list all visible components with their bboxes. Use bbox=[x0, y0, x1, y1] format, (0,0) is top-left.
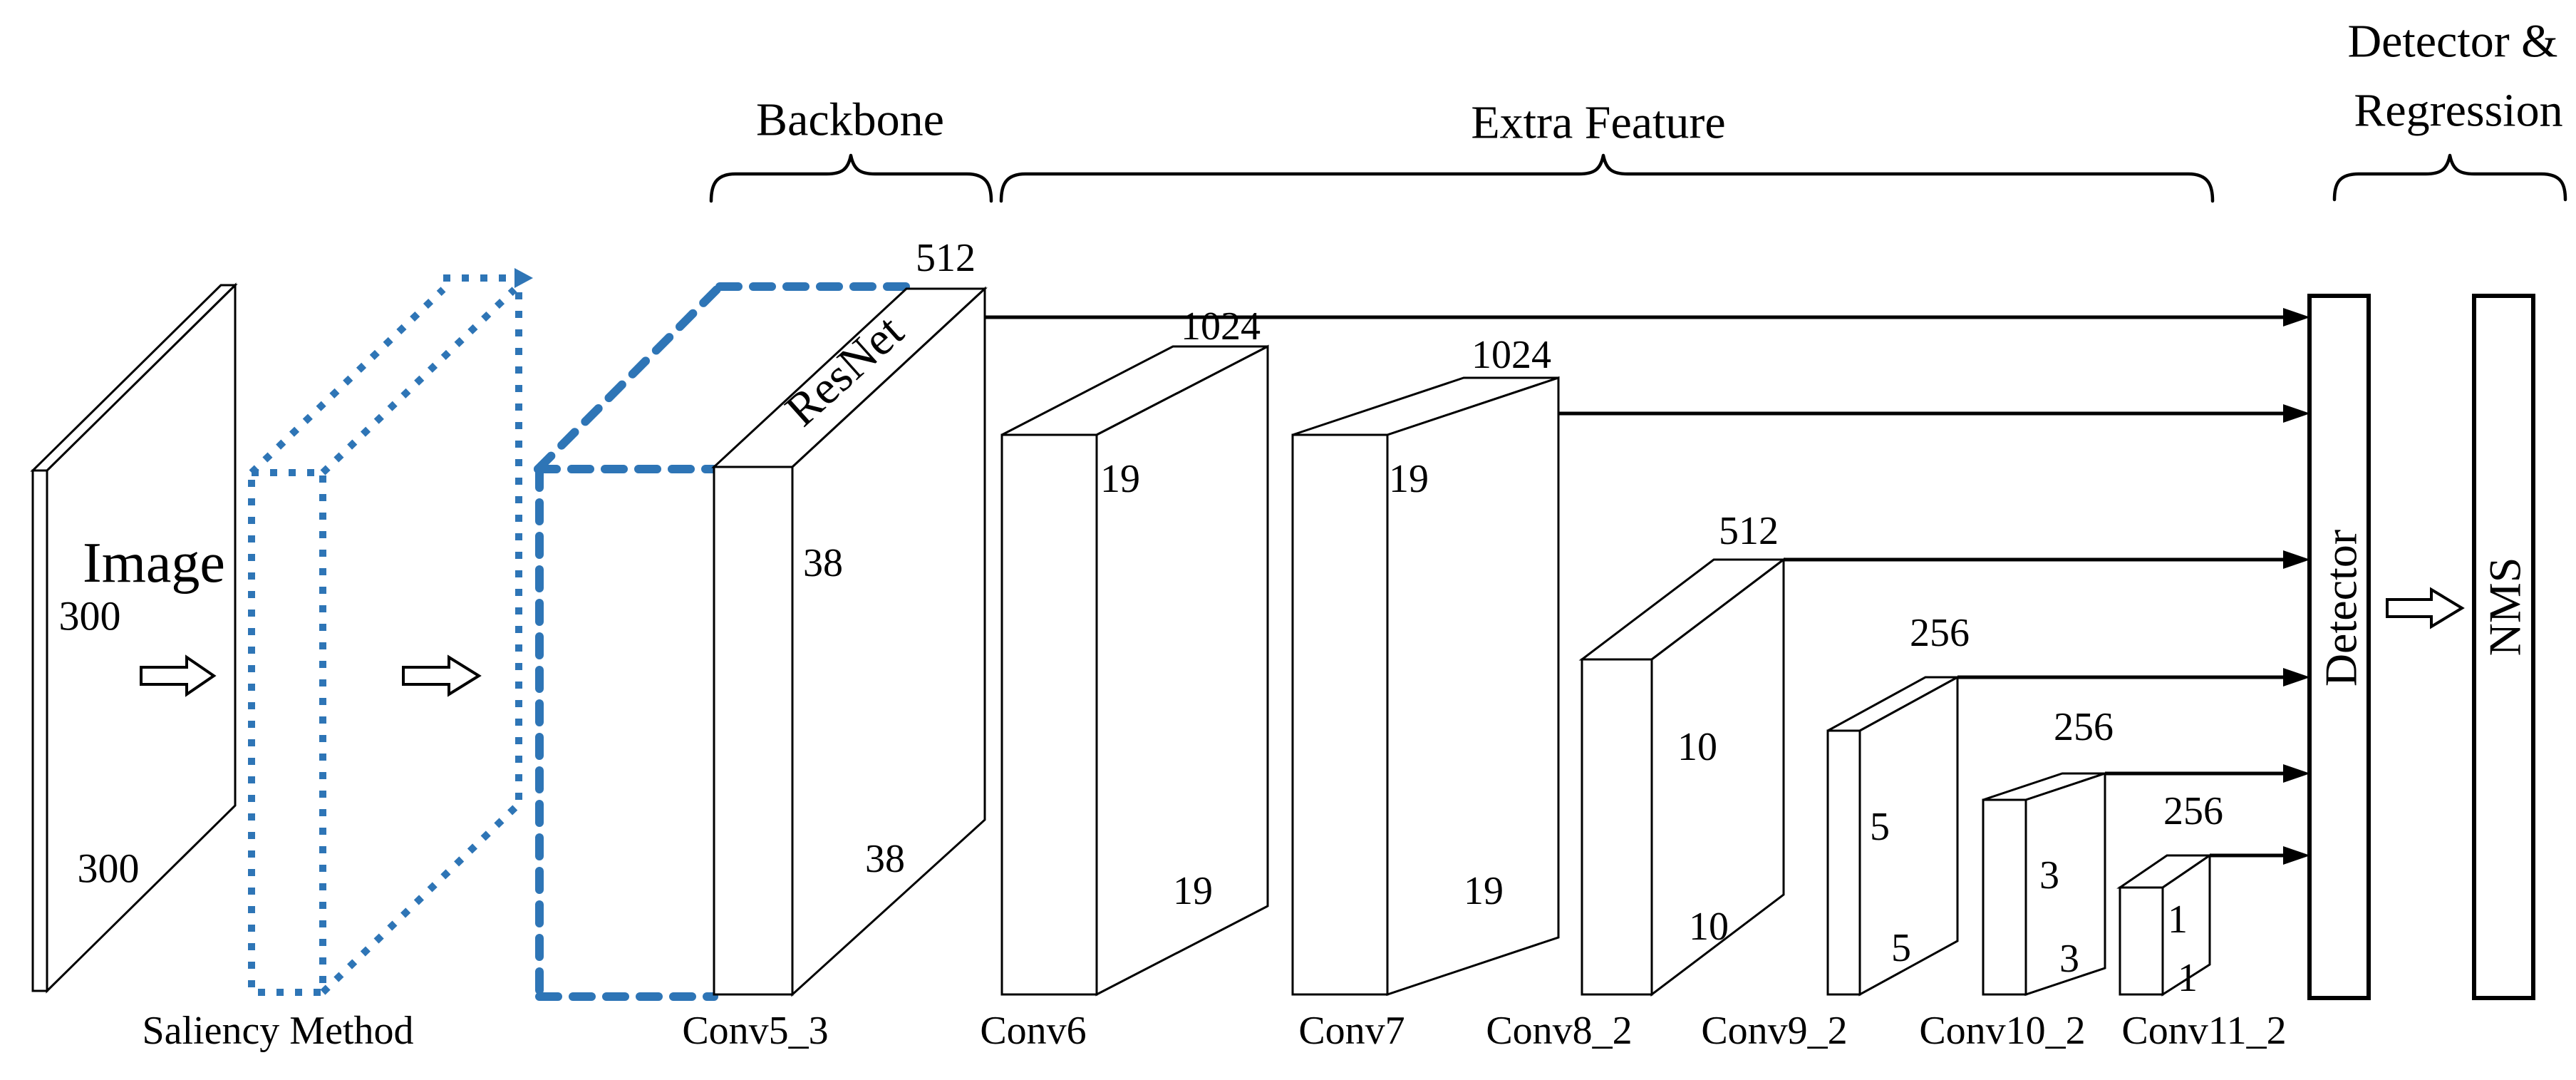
saliency-to-resnet-arrow-icon bbox=[402, 654, 482, 697]
conv5_3-width-label: 38 bbox=[865, 837, 905, 881]
conv9_2-block: 256 5 5 bbox=[1826, 611, 1970, 997]
conv6-front-face bbox=[1000, 433, 1098, 996]
section-extra-feature: Extra Feature bbox=[999, 97, 2215, 203]
conv6-width-label: 19 bbox=[1173, 869, 1213, 913]
conv8_2-block: 512 10 10 bbox=[1578, 509, 1787, 997]
conv6-name-label: Conv6 bbox=[980, 1009, 1086, 1053]
conv8_2-height-label: 10 bbox=[1677, 725, 1717, 769]
conv11_2-arrowhead-icon bbox=[2283, 846, 2310, 865]
image-label: Image bbox=[83, 532, 225, 595]
conv7-arrowhead-icon bbox=[2283, 404, 2310, 423]
conv7-name-label: Conv7 bbox=[1298, 1009, 1405, 1053]
conv5_3-name-label: Conv5_3 bbox=[682, 1009, 828, 1053]
image-size-height-label: 300 bbox=[59, 593, 121, 639]
conv9_2-channels-label: 256 bbox=[1910, 611, 1970, 655]
resnet-outline-depth-edge bbox=[534, 282, 724, 473]
image-slab-top-edge bbox=[30, 284, 238, 472]
section-detector-regression: Detector & Regression bbox=[2332, 16, 2567, 202]
conv8_2-front-face bbox=[1581, 658, 1653, 996]
saliency-output-slab: Saliency Method bbox=[142, 268, 533, 1053]
conv11_2-name-label: Conv11_2 bbox=[2121, 1009, 2286, 1053]
detector-regression-label-line2: Regression bbox=[2354, 85, 2562, 137]
saliency-slab-top-left-depth-edge bbox=[249, 287, 446, 475]
section-backbone: Backbone bbox=[709, 94, 993, 203]
saliency-flow-arrowhead-icon bbox=[514, 268, 533, 288]
detector-regression-label-line1: Detector & bbox=[2347, 16, 2557, 68]
feature-arrows bbox=[985, 308, 2310, 865]
input-image-slab: Image 300 300 bbox=[30, 282, 238, 994]
resnet-dashed-outline bbox=[534, 282, 914, 1001]
detector-label: Detector bbox=[2316, 530, 2366, 686]
conv7-height-label: 19 bbox=[1389, 457, 1429, 501]
nms-bar: NMS bbox=[2472, 294, 2535, 1000]
conv8_2-arrowhead-icon bbox=[2283, 550, 2310, 569]
conv8_2-width-label: 10 bbox=[1689, 905, 1729, 949]
conv11_2-front-face bbox=[2119, 886, 2164, 996]
conv8_2-channels-label: 512 bbox=[1719, 509, 1779, 553]
detector-bar: Detector bbox=[2307, 294, 2371, 1000]
conv7-channels-label: 1024 bbox=[1471, 333, 1551, 377]
conv5_3-block: 512 ResNet 38 38 bbox=[711, 236, 988, 997]
saliency-slab-bottom-depth-edge bbox=[320, 801, 522, 995]
conv5_3-arrowhead-icon bbox=[2283, 308, 2310, 326]
conv9_2-width-label: 5 bbox=[1891, 926, 1911, 970]
detector-regression-brace bbox=[2332, 153, 2567, 202]
saliency-slab-front-face bbox=[248, 469, 326, 996]
conv6-block: 1024 19 19 bbox=[1000, 304, 1269, 997]
conv9_2-front-face bbox=[1826, 729, 1861, 996]
saliency-slab-top-right-depth-edge bbox=[320, 287, 517, 475]
conv10_2-block: 256 3 3 bbox=[1982, 705, 2114, 997]
conv10_2-width-label: 3 bbox=[2059, 937, 2079, 981]
conv11_2-height-label: 1 bbox=[2168, 898, 2188, 942]
conv10_2-front-face bbox=[1982, 798, 2027, 996]
extra-feature-section-label: Extra Feature bbox=[1471, 97, 1725, 149]
conv7-width-label: 19 bbox=[1464, 869, 1504, 913]
conv8_2-name-label: Conv8_2 bbox=[1486, 1009, 1632, 1053]
conv6-channels-label: 1024 bbox=[1181, 304, 1261, 349]
backbone-section-label: Backbone bbox=[756, 94, 944, 146]
saliency-method-label: Saliency Method bbox=[142, 1009, 413, 1053]
conv9_2-arrowhead-icon bbox=[2283, 668, 2310, 686]
conv10_2-name-label: Conv10_2 bbox=[1919, 1009, 2085, 1053]
conv10_2-channels-label: 256 bbox=[2054, 705, 2114, 749]
conv11_2-channels-label: 256 bbox=[2163, 789, 2223, 833]
conv9_2-name-label: Conv9_2 bbox=[1701, 1009, 1847, 1053]
conv11_2-width-label: 1 bbox=[2178, 956, 2198, 1000]
conv9_2-height-label: 5 bbox=[1870, 805, 1890, 849]
conv7-block: 1024 19 19 bbox=[1291, 333, 1560, 997]
conv10_2-arrowhead-icon bbox=[2283, 764, 2310, 783]
conv6-height-label: 19 bbox=[1100, 457, 1140, 501]
conv5_3-channels-label: 512 bbox=[916, 236, 976, 280]
image-slab-left-edge bbox=[31, 469, 48, 992]
detector-to-nms-arrow-icon bbox=[2386, 587, 2465, 629]
conv5_3-height-label: 38 bbox=[803, 541, 843, 585]
conv5_3-front-face bbox=[713, 466, 794, 996]
layer-name-labels: Conv5_3 Conv6 Conv7 Conv8_2 Conv9_2 Conv… bbox=[682, 1009, 2286, 1053]
image-size-width-label: 300 bbox=[78, 845, 140, 892]
extra-feature-brace bbox=[999, 153, 2215, 203]
conv11_2-block: 256 1 1 bbox=[2116, 789, 2223, 1000]
conv10_2-height-label: 3 bbox=[2039, 853, 2059, 898]
image-to-saliency-arrow-icon bbox=[140, 654, 217, 697]
conv7-front-face bbox=[1291, 433, 1389, 996]
nms-label: NMS bbox=[2480, 557, 2530, 657]
backbone-brace bbox=[709, 153, 993, 203]
